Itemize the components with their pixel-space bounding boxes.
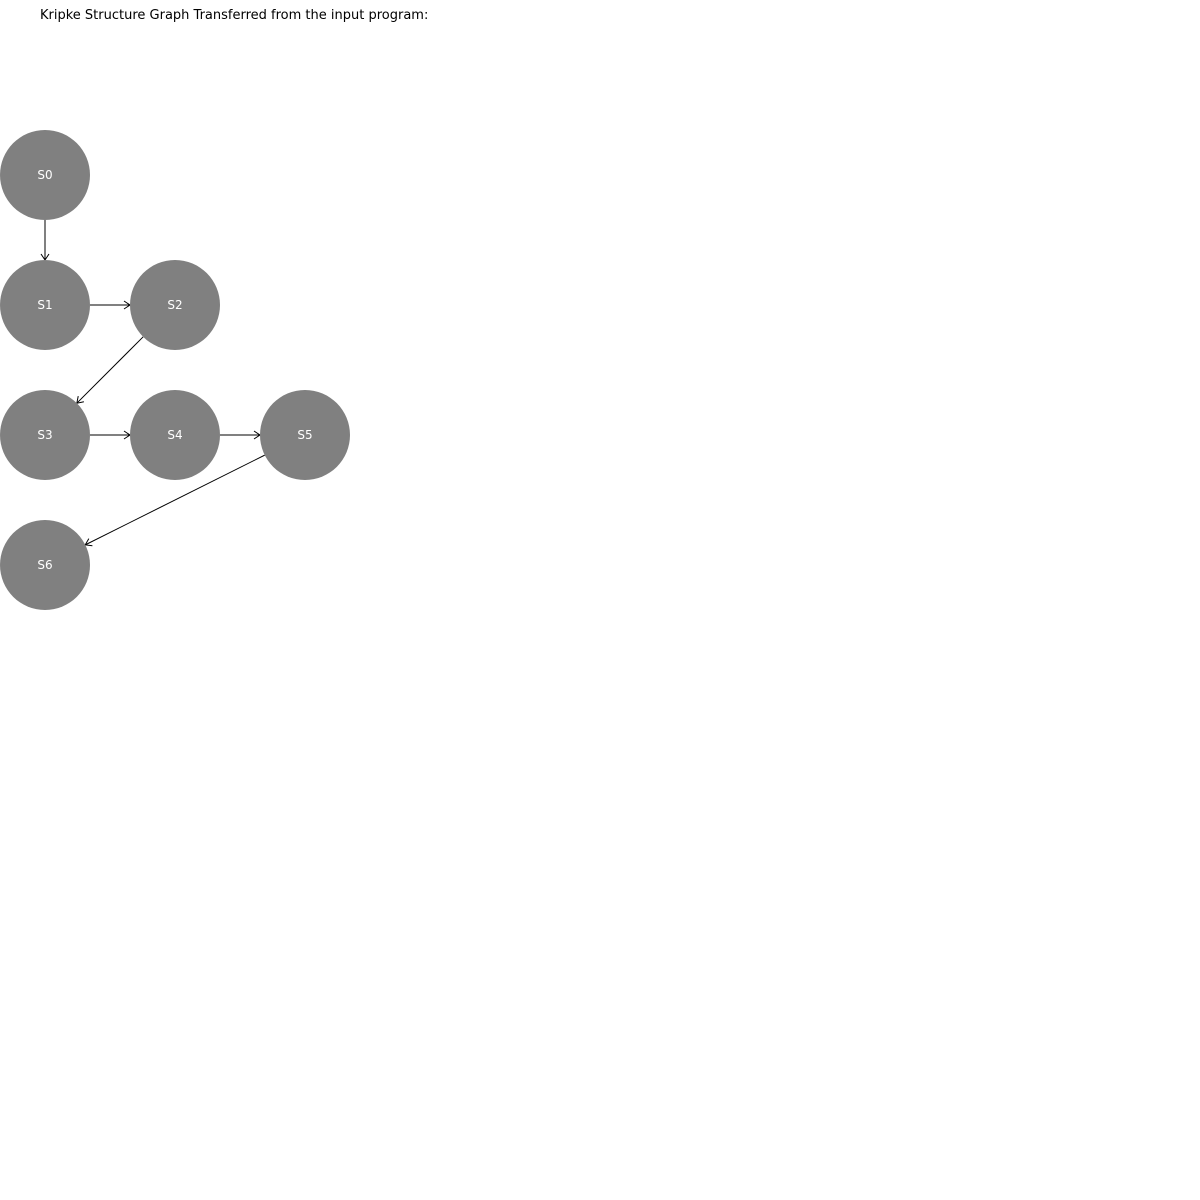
state-label: S5 bbox=[297, 428, 312, 442]
state-label: S3 bbox=[37, 428, 52, 442]
edge-s5-s6 bbox=[84, 454, 265, 547]
state-label: S4 bbox=[167, 428, 182, 442]
edge-line bbox=[76, 336, 144, 404]
state-node-s5: S5 bbox=[260, 390, 350, 480]
edge-s1-s2 bbox=[90, 300, 131, 310]
state-node-s3: S3 bbox=[0, 390, 90, 480]
edge-s2-s3 bbox=[76, 336, 144, 404]
edge-s4-s5 bbox=[220, 430, 261, 440]
state-circle bbox=[130, 390, 220, 480]
state-node-s0: S0 bbox=[0, 130, 90, 220]
edge-line bbox=[85, 454, 265, 546]
state-circle bbox=[130, 260, 220, 350]
state-node-s6: S6 bbox=[0, 520, 90, 610]
state-circle bbox=[260, 390, 350, 480]
state-label: S1 bbox=[37, 298, 52, 312]
edge-s3-s4 bbox=[90, 430, 131, 440]
state-label: S2 bbox=[167, 298, 182, 312]
state-label: S0 bbox=[37, 168, 52, 182]
page-title: Kripke Structure Graph Transferred from … bbox=[40, 8, 429, 23]
state-circle bbox=[0, 390, 90, 480]
state-node-s4: S4 bbox=[130, 390, 220, 480]
state-circle bbox=[0, 260, 90, 350]
state-node-s2: S2 bbox=[130, 260, 220, 350]
state-circle bbox=[0, 520, 90, 610]
state-circle bbox=[0, 130, 90, 220]
state-label: S6 bbox=[37, 558, 52, 572]
edge-s0-s1 bbox=[40, 220, 50, 261]
state-node-s1: S1 bbox=[0, 260, 90, 350]
arrowhead-icon bbox=[84, 538, 93, 547]
